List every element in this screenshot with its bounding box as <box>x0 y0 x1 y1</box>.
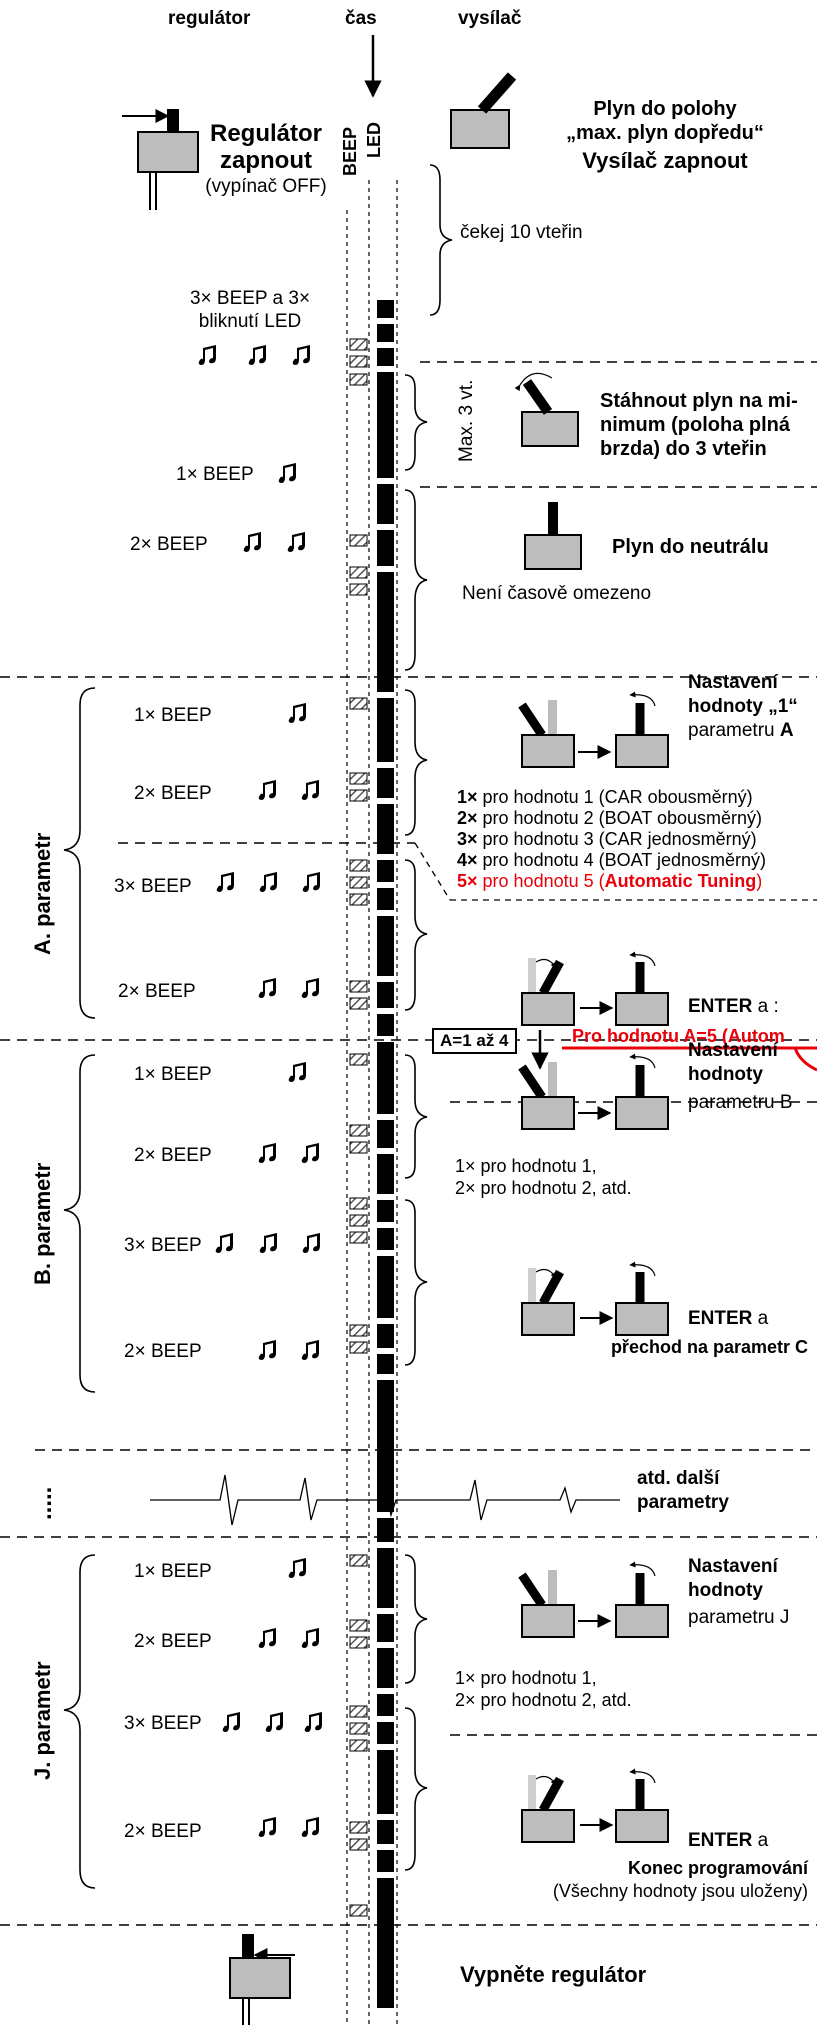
throttle-line1: Plyn do polohy <box>593 98 737 120</box>
header-regulator: regulátor <box>168 8 251 29</box>
a-beep3: 3× BEEP <box>114 876 192 897</box>
a5-branch-text: Pro hodnotu A=5 (Autom <box>572 1026 785 1046</box>
a-opt-2: 2× pro hodnotu 2 (BOAT obousměrný) <box>457 808 763 828</box>
b-beep2: 2× BEEP <box>134 1145 212 1166</box>
b-set-line2: hodnoty <box>688 1064 763 1085</box>
start-beep2: 2× BEEP <box>130 534 208 555</box>
a-range-box: A=1 až 4 <box>432 1028 517 1054</box>
a-opt-1: 1× pro hodnotu 1 (CAR obousměrný) <box>457 787 753 807</box>
more-line2: parametry <box>637 1492 729 1513</box>
led-column-label: LED <box>364 122 384 158</box>
throttle-line3: Vysílač zapnout <box>582 148 748 173</box>
j-set-line3: parametru J <box>688 1607 790 1628</box>
a-set-line2: hodnoty „1“ <box>688 696 798 717</box>
j-val1: 1× pro hodnotu 1, <box>455 1668 597 1688</box>
start-beep3-line1: 3× BEEP a 3× <box>189 288 311 309</box>
b-set-line1: Nastavení <box>688 1040 778 1061</box>
a-enter: ENTER a : <box>688 996 779 1017</box>
wait-text: čekej 10 vteřin <box>460 222 583 243</box>
a-opt-5: 5× pro hodnotu 5 (Automatic Tuning) <box>457 871 763 891</box>
header-vysilac: vysílač <box>458 8 522 29</box>
b-val1: 1× pro hodnotu 1, <box>455 1156 597 1176</box>
b-beep3: 3× BEEP <box>124 1235 202 1256</box>
pull-line3: brzda) do 3 vteřin <box>600 438 767 460</box>
header-cas: čas <box>345 8 377 29</box>
j-enter: ENTER a <box>688 1830 769 1851</box>
j-saved: (Všechny hodnoty jsou uloženy) <box>552 1881 808 1901</box>
neutral-text: Plyn do neutrálu <box>612 536 769 558</box>
throttle-line2: „max. plyn dopředu“ <box>566 122 764 144</box>
b-enter: ENTER a <box>688 1308 769 1329</box>
start-beep3-line2: bliknutí LED <box>198 311 302 332</box>
reg-on-line2: zapnout <box>220 147 312 174</box>
j-set-line2: hodnoty <box>688 1580 763 1601</box>
param-j-label: J. parametr <box>30 1661 55 1780</box>
beep-column-label: BEEP <box>340 126 360 176</box>
b-set-line3: parametru B <box>688 1092 793 1113</box>
a-beep2b: 2× BEEP <box>118 981 196 1002</box>
max3-label: Max. 3 vt. <box>456 379 477 462</box>
start-beep1: 1× BEEP <box>176 464 254 485</box>
a-beep1: 1× BEEP <box>134 705 212 726</box>
reg-on-line1: Regulátor <box>209 120 323 147</box>
reg-on-line3: (vypínač OFF) <box>205 176 327 197</box>
b-beep1: 1× BEEP <box>134 1064 212 1085</box>
j-end: Konec programování <box>627 1858 808 1878</box>
a-beep2: 2× BEEP <box>134 783 212 804</box>
j-beep2: 2× BEEP <box>134 1631 212 1652</box>
j-beep1: 1× BEEP <box>134 1561 212 1582</box>
finish-off: Vypněte regulátor <box>460 1962 647 1987</box>
pull-line1: Stáhnout plyn na mi- <box>600 390 798 412</box>
pull-line2: nimum (poloha plná <box>600 414 790 436</box>
b-next: přechod na parametr C <box>610 1337 808 1357</box>
j-beep3: 3× BEEP <box>124 1713 202 1734</box>
param-a-label: A. parametr <box>30 832 55 955</box>
param-b-label: B. parametr <box>30 1162 55 1285</box>
more-dots: ..... <box>30 1486 57 1520</box>
a-opt-4: 4× pro hodnotu 4 (BOAT jednosměrný) <box>457 850 767 870</box>
j-val2: 2× pro hodnotu 2, atd. <box>455 1690 632 1710</box>
a-set-line1: Nastavení <box>688 672 778 693</box>
j-set-line1: Nastavení <box>688 1556 778 1577</box>
b-val2: 2× pro hodnotu 2, atd. <box>455 1178 632 1198</box>
more-line1: atd. další <box>637 1468 720 1489</box>
a-set-line3: parametru A <box>688 720 794 741</box>
b-beep2b: 2× BEEP <box>124 1341 202 1362</box>
a-opt-3: 3× pro hodnotu 3 (CAR jednosměrný) <box>457 829 757 849</box>
j-beep2b: 2× BEEP <box>124 1821 202 1842</box>
unlimited-text: Není časově omezeno <box>462 583 652 604</box>
